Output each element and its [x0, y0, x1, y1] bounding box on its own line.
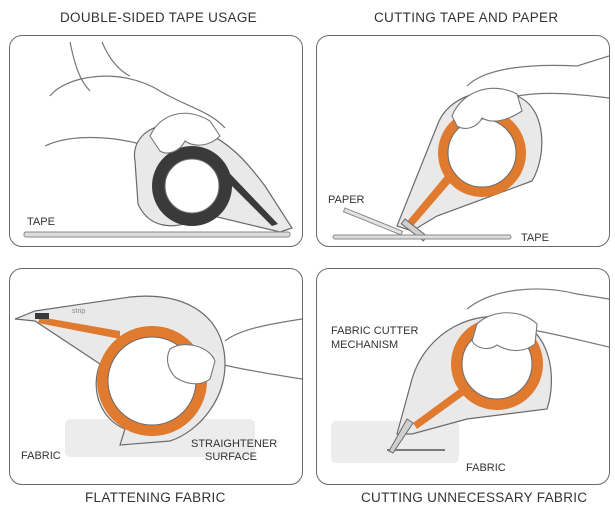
label-mechanism-1: FABRIC CUTTER: [331, 325, 419, 337]
label-straightener-2: SURFACE: [205, 451, 257, 463]
title-top-left: DOUBLE-SIDED TAPE USAGE: [60, 10, 257, 25]
panel-cutting-tape-paper: PAPER TAPE: [316, 35, 610, 247]
dispenser-illustration: [331, 288, 609, 463]
panel-cutting-fabric: FABRIC CUTTER MECHANISM FABRIC: [316, 268, 610, 485]
panel-double-sided-tape: TAPE: [9, 35, 303, 247]
label-fabric: FABRIC: [21, 450, 61, 462]
title-top-right: CUTTING TAPE AND PAPER: [374, 10, 559, 25]
label-tape: TAPE: [521, 232, 549, 244]
dispenser-illustration: strip: [14, 295, 302, 457]
dispenser-illustration: [23, 41, 293, 238]
label-paper: PAPER: [328, 194, 365, 206]
product-logo-text: strip: [72, 308, 85, 315]
title-bottom-right: CUTTING UNNECESSARY FABRIC: [361, 490, 588, 505]
label-straightener-1: STRAIGHTENER: [191, 438, 278, 450]
label-mechanism-2: MECHANISM: [331, 339, 399, 351]
label-fabric: FABRIC: [466, 462, 506, 474]
title-bottom-left: FLATTENING FABRIC: [85, 490, 226, 505]
label-tape: TAPE: [27, 216, 55, 228]
panel-flattening-fabric: strip FABRIC STRAIGHTENER SURFACE: [9, 268, 303, 485]
dispenser-illustration: [332, 55, 609, 242]
